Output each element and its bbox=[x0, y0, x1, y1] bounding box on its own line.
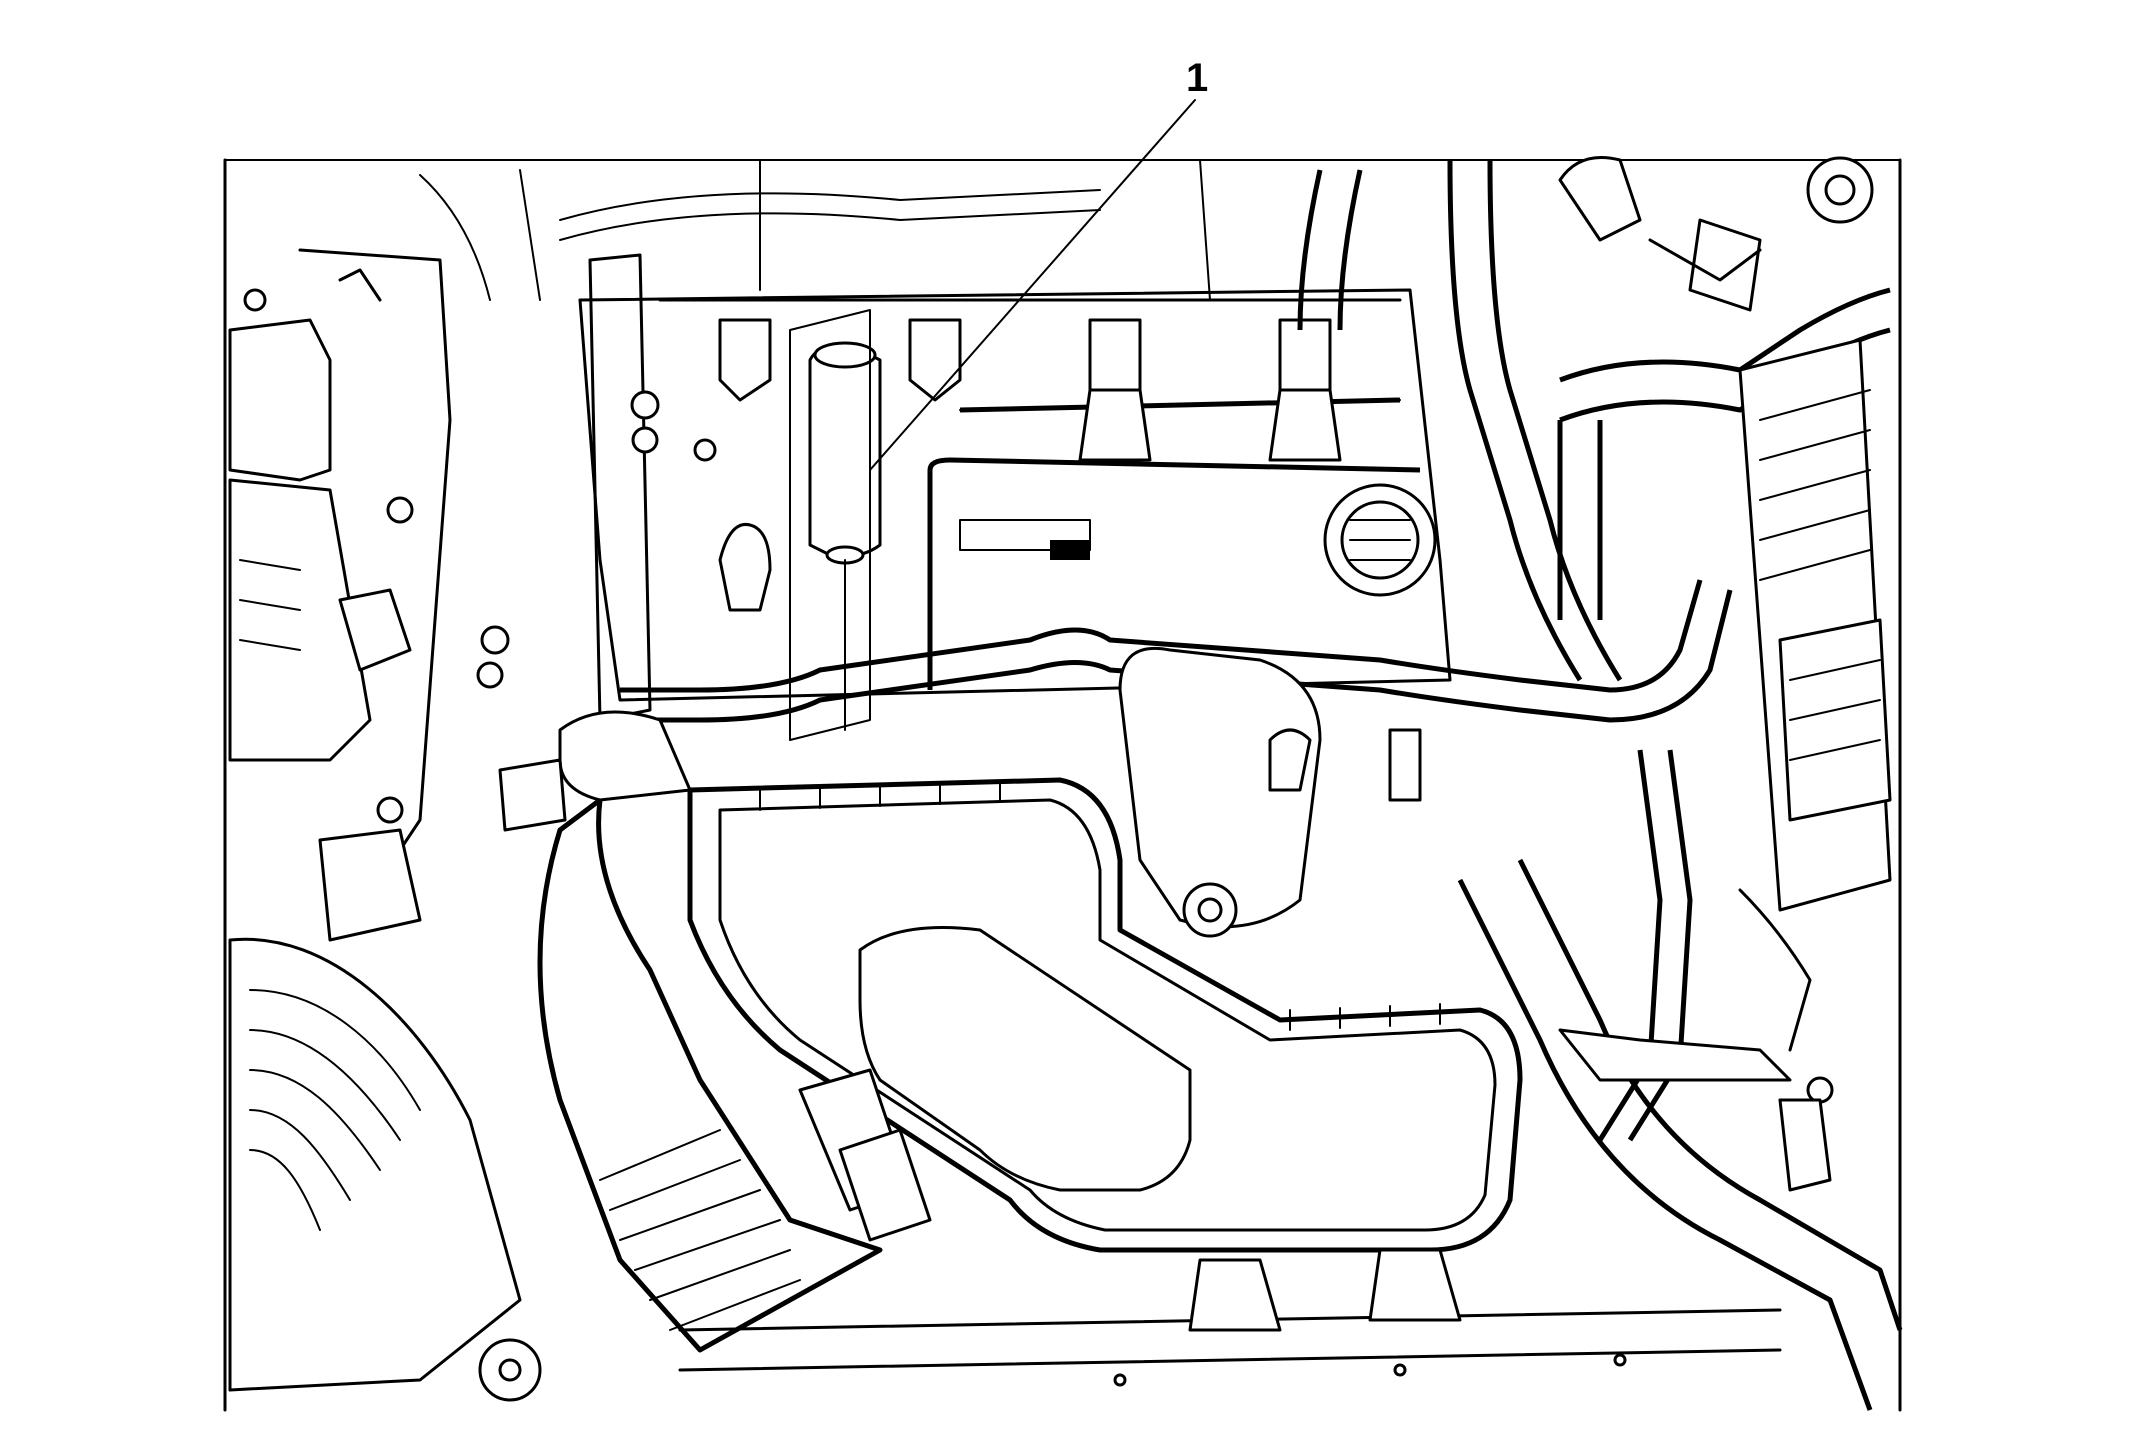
engine-control-module bbox=[1738, 338, 1892, 912]
lower-right-brackets bbox=[1558, 888, 1834, 1192]
ignition-coils bbox=[718, 318, 1342, 462]
left-air-duct bbox=[228, 937, 542, 1402]
heater-hose-upper bbox=[620, 457, 1733, 723]
intake-elbow bbox=[498, 710, 692, 832]
air-cleaner-housing bbox=[687, 777, 1523, 1253]
upper-wiring bbox=[419, 159, 1211, 301]
intake-tube bbox=[537, 797, 932, 1353]
right-upper-components bbox=[1558, 156, 1874, 312]
left-radiator-support bbox=[228, 248, 452, 942]
spark-plug-tool bbox=[789, 309, 882, 741]
callout-1-label: 1 bbox=[1186, 56, 1209, 100]
intake-manifold bbox=[1118, 646, 1422, 938]
lower-crossmember bbox=[678, 1248, 1782, 1387]
cover-bolts bbox=[476, 390, 772, 689]
callout-1-leader bbox=[869, 99, 1196, 471]
